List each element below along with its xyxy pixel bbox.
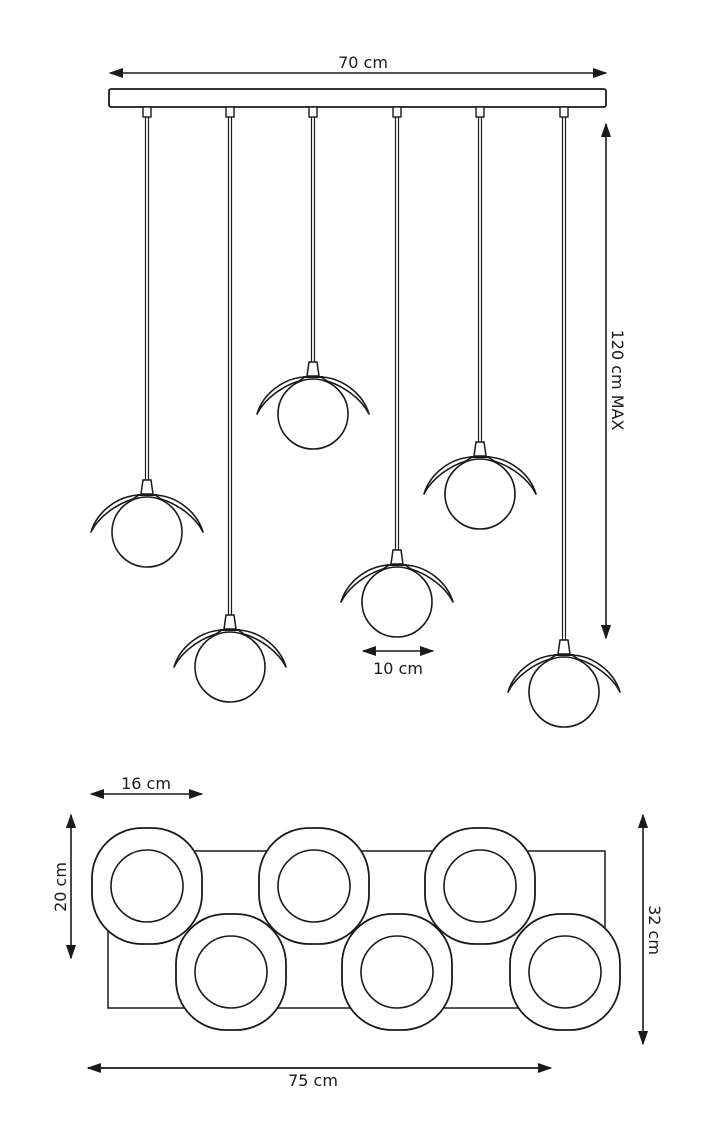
top-shade-height-label: 20 cm xyxy=(51,862,70,912)
width-dimension: 70 cm xyxy=(108,53,608,79)
pendant-5 xyxy=(423,106,537,530)
top-shade-2 xyxy=(175,913,287,1031)
width-label: 70 cm xyxy=(338,53,388,72)
top-shade-4 xyxy=(341,913,453,1031)
top-shade-6 xyxy=(509,913,621,1031)
pendant-3 xyxy=(256,106,370,450)
top-depth-label: 32 cm xyxy=(645,905,664,955)
shade-width-label: 10 cm xyxy=(373,659,423,678)
side-view: 70 cm 120 cm MAX xyxy=(90,53,627,728)
top-shade-width-label: 16 cm xyxy=(121,774,171,793)
pendant-6 xyxy=(507,106,621,728)
top-width-label: 75 cm xyxy=(288,1071,338,1090)
top-view: 16 cm 20 cm 32 cm 75 cm xyxy=(51,774,664,1090)
top-shade-3 xyxy=(258,827,370,945)
pendant-4 xyxy=(340,106,454,638)
ceiling-bar xyxy=(108,88,607,108)
shade-width-dimension: 10 cm xyxy=(361,645,435,678)
height-dimension: 120 cm MAX xyxy=(600,122,627,640)
top-depth-dimension: 32 cm xyxy=(637,813,664,1046)
top-width-dimension: 75 cm xyxy=(86,1062,553,1090)
top-shade-5 xyxy=(424,827,536,945)
pendant-1 xyxy=(90,106,204,568)
top-shade-width-dimension: 16 cm xyxy=(89,774,204,800)
pendant-2 xyxy=(173,106,287,703)
top-shade-height-dimension: 20 cm xyxy=(51,813,77,960)
height-label: 120 cm MAX xyxy=(608,330,627,431)
top-shade-1 xyxy=(91,827,203,945)
